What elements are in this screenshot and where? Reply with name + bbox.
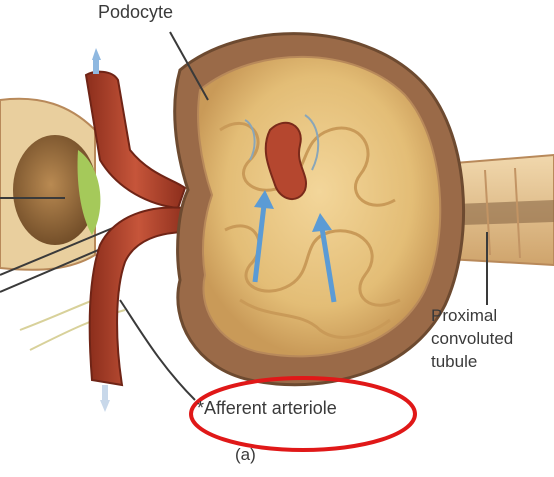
- label-proximal-convoluted-tubule: Proximal convoluted tubule: [431, 304, 513, 373]
- flow-arrow-icon: [100, 400, 110, 412]
- bowmans-capsule: [170, 32, 464, 385]
- distal-tubule: [0, 99, 100, 270]
- label-podocyte: Podocyte: [98, 2, 173, 24]
- figure-part-label: (a): [235, 445, 256, 465]
- label-line: convoluted: [431, 327, 513, 350]
- label-afferent-arteriole: *Afferent arteriole: [197, 398, 337, 420]
- efferent-arteriole: [86, 48, 185, 208]
- label-line: Proximal: [431, 304, 513, 327]
- glomerulus-shape: [198, 57, 440, 356]
- label-line: tubule: [431, 350, 513, 373]
